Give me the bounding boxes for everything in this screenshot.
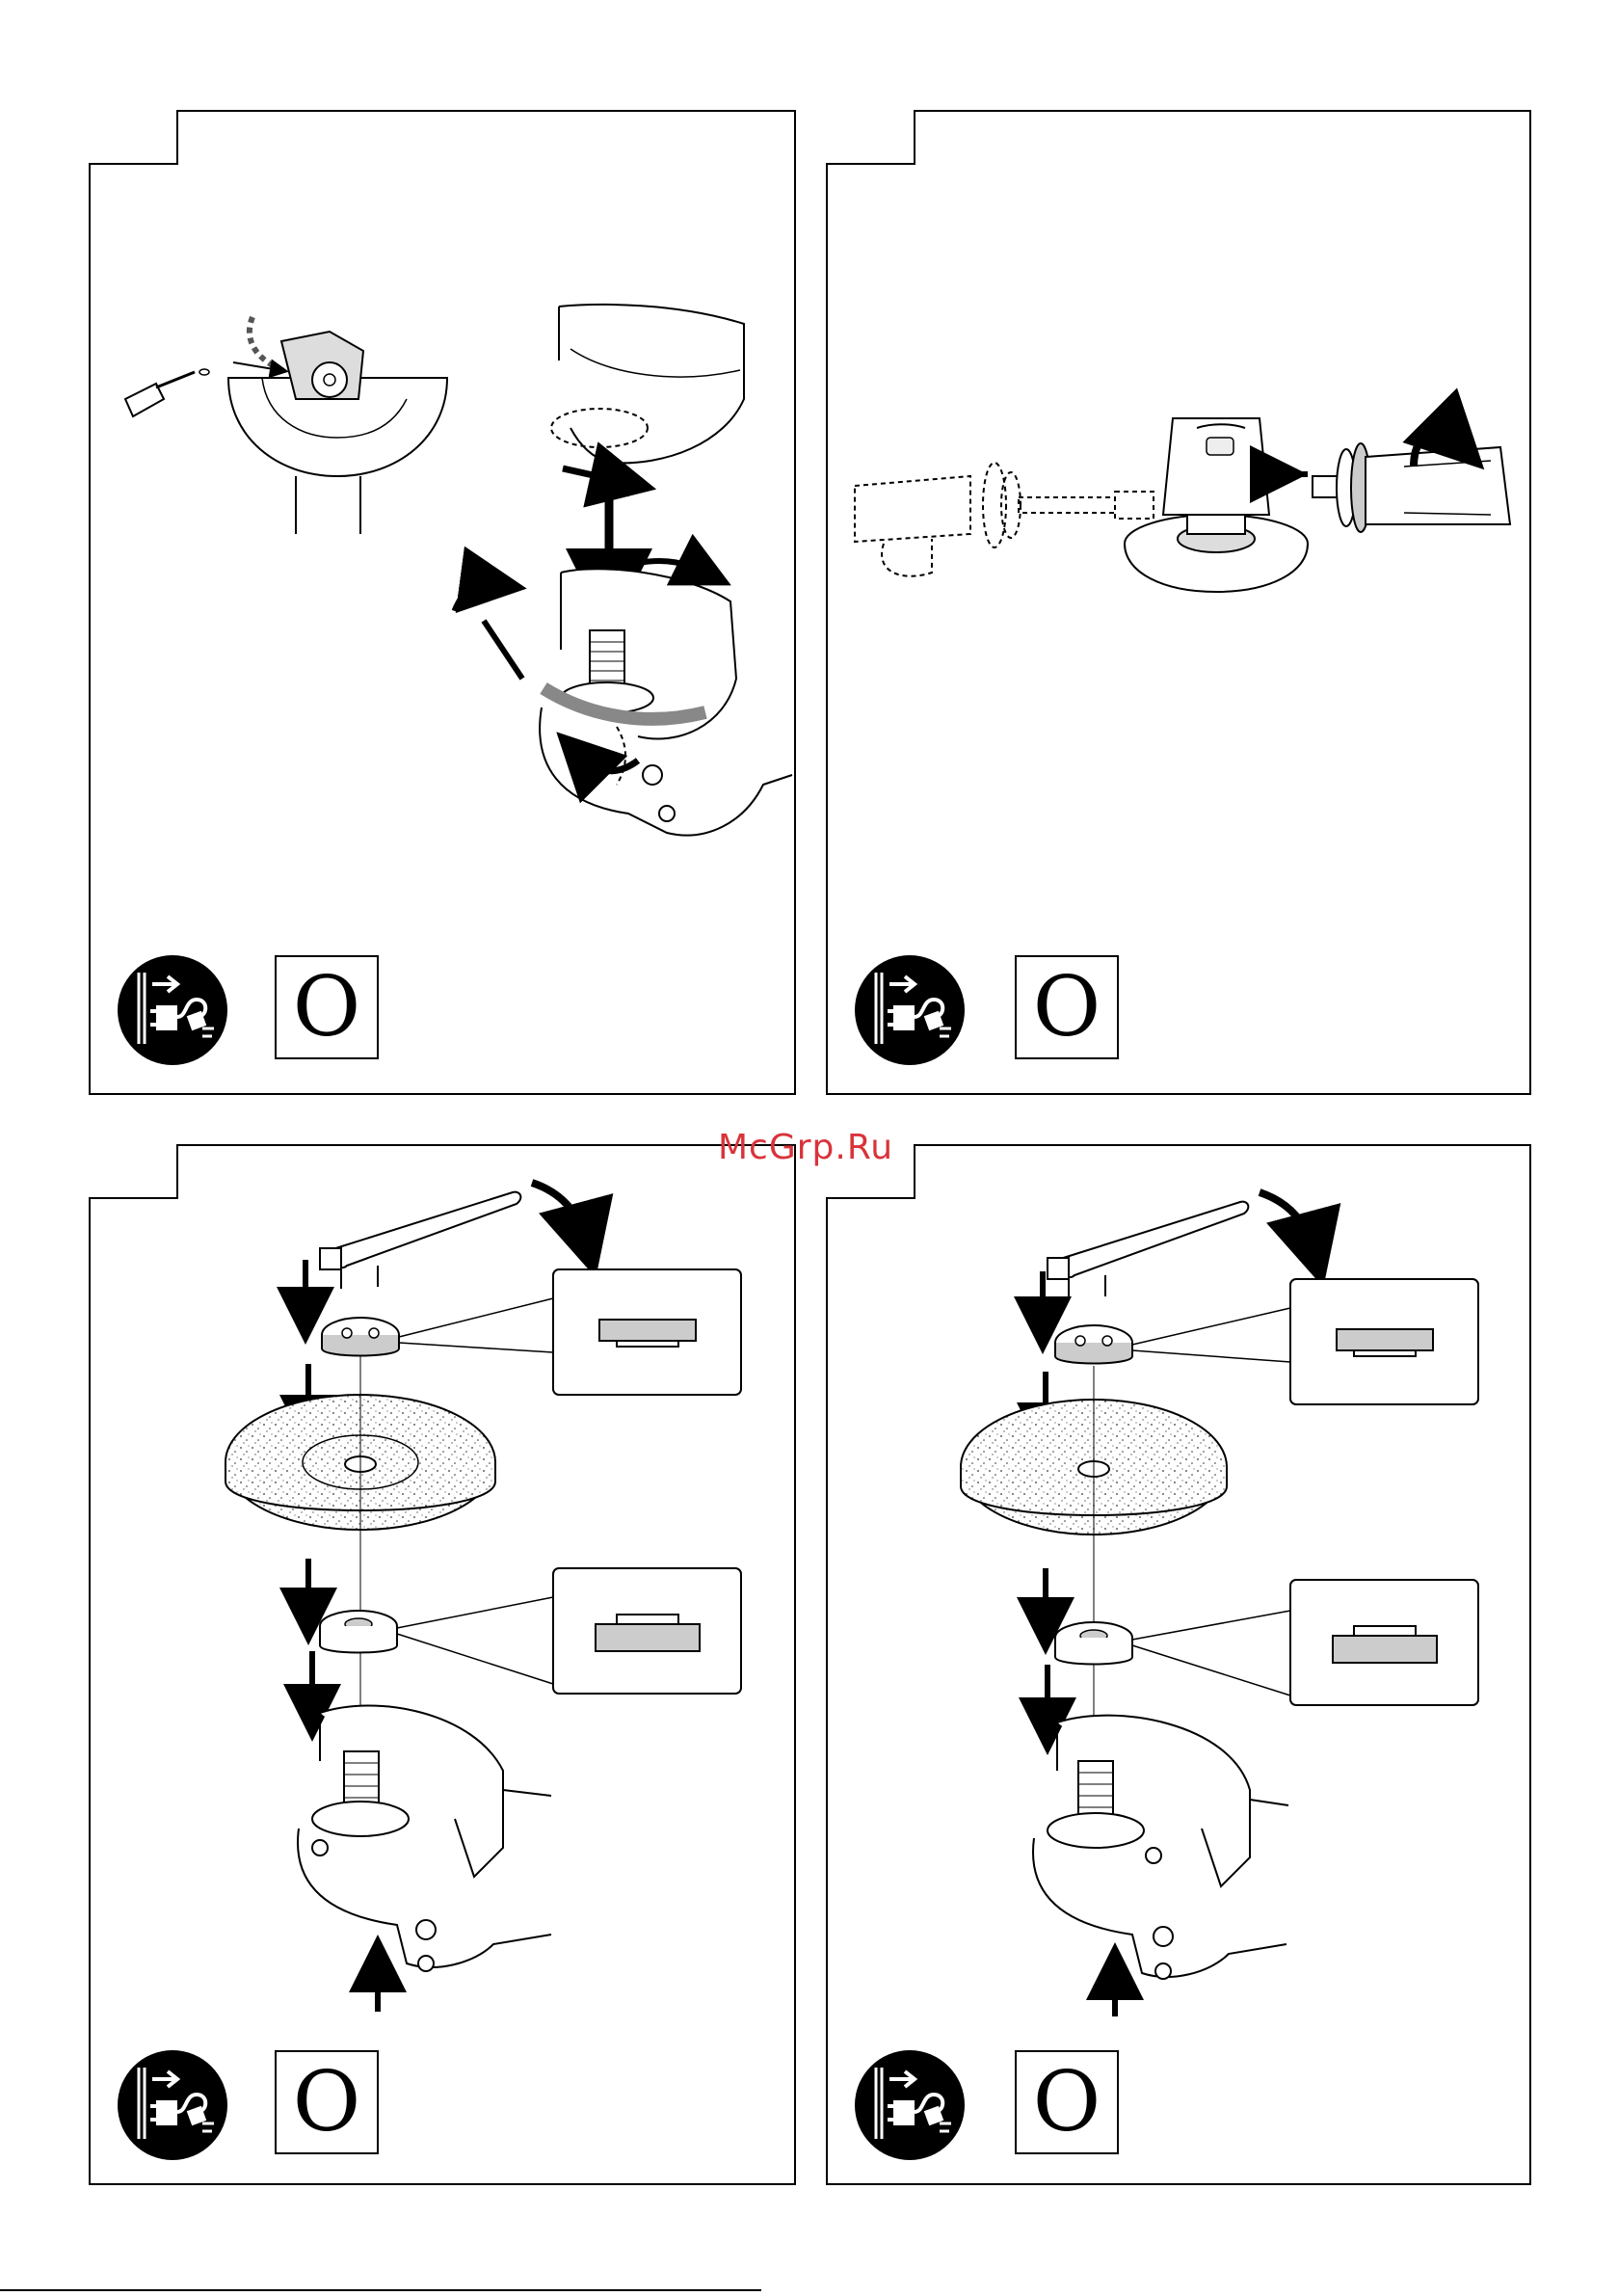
side-handle-illustration — [826, 110, 1531, 1095]
symbol-box: O — [275, 2050, 379, 2154]
footer-rule — [0, 2289, 761, 2291]
symbol-text: O — [293, 966, 361, 1049]
guard-illustration — [89, 110, 796, 1095]
symbol-text: O — [293, 2061, 361, 2144]
panel-3: O — [89, 1144, 796, 2185]
panel-4: O — [826, 1144, 1531, 2185]
oil-can-icon — [125, 369, 209, 416]
symbol-box: O — [1015, 955, 1119, 1059]
symbol-box: O — [275, 955, 379, 1059]
unplug-icon — [118, 2050, 227, 2160]
wheel-assembly-illustration — [89, 1144, 796, 2185]
watermark: McGrp.Ru — [718, 1128, 893, 1167]
unplug-icon — [855, 955, 965, 1065]
unplug-icon — [855, 2050, 965, 2160]
panel-2: O — [826, 110, 1531, 1095]
wheel-assembly-illustration — [826, 1144, 1531, 2185]
symbol-text: O — [1033, 2061, 1101, 2144]
symbol-text: O — [1033, 966, 1101, 1049]
panel-1: O — [89, 110, 796, 1095]
unplug-icon — [118, 955, 227, 1065]
symbol-box: O — [1015, 2050, 1119, 2154]
